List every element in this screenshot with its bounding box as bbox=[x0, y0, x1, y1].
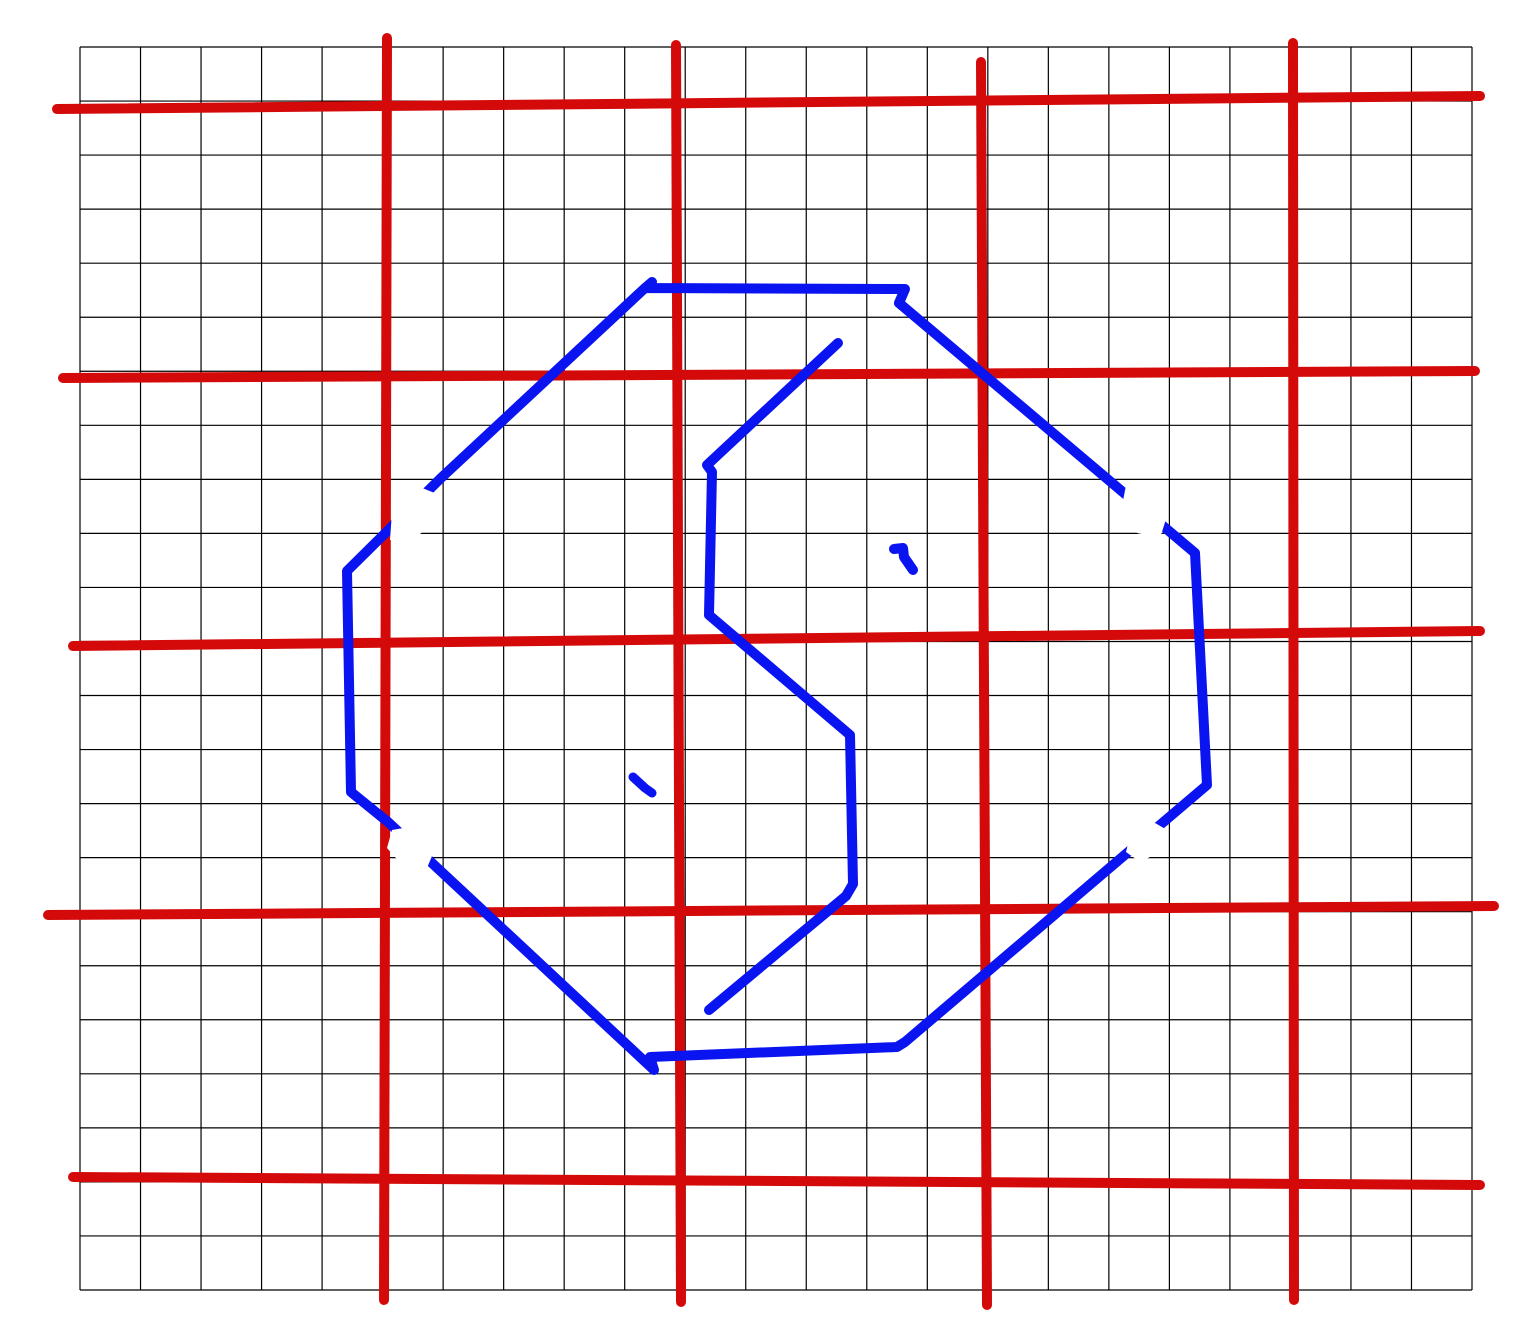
white-gap-mark bbox=[1126, 820, 1167, 862]
red-vertical-line bbox=[379, 33, 392, 1305]
red-horizontal-line bbox=[58, 366, 1480, 383]
red-horizontal-line bbox=[43, 901, 1499, 920]
red-horizontal-line bbox=[52, 91, 1485, 114]
dot-lower-left bbox=[628, 772, 657, 798]
red-vertical-line bbox=[1288, 38, 1299, 1305]
blue-yin-yang-shape bbox=[342, 277, 1212, 1075]
red-major-grid bbox=[43, 33, 1499, 1310]
white-gap-mark bbox=[390, 485, 437, 545]
white-gap-mark bbox=[387, 826, 437, 868]
outer-octagon bbox=[342, 277, 1212, 1075]
white-gap-mark bbox=[1122, 480, 1168, 538]
red-horizontal-line bbox=[68, 1172, 1485, 1190]
s-curve bbox=[702, 338, 858, 1015]
dot-upper-right bbox=[889, 543, 918, 575]
fine-grid bbox=[79, 46, 1473, 1291]
red-horizontal-line bbox=[68, 626, 1485, 651]
red-vertical-line bbox=[671, 40, 686, 1307]
red-vertical-line bbox=[976, 57, 992, 1310]
white-gap-marks bbox=[387, 480, 1168, 868]
